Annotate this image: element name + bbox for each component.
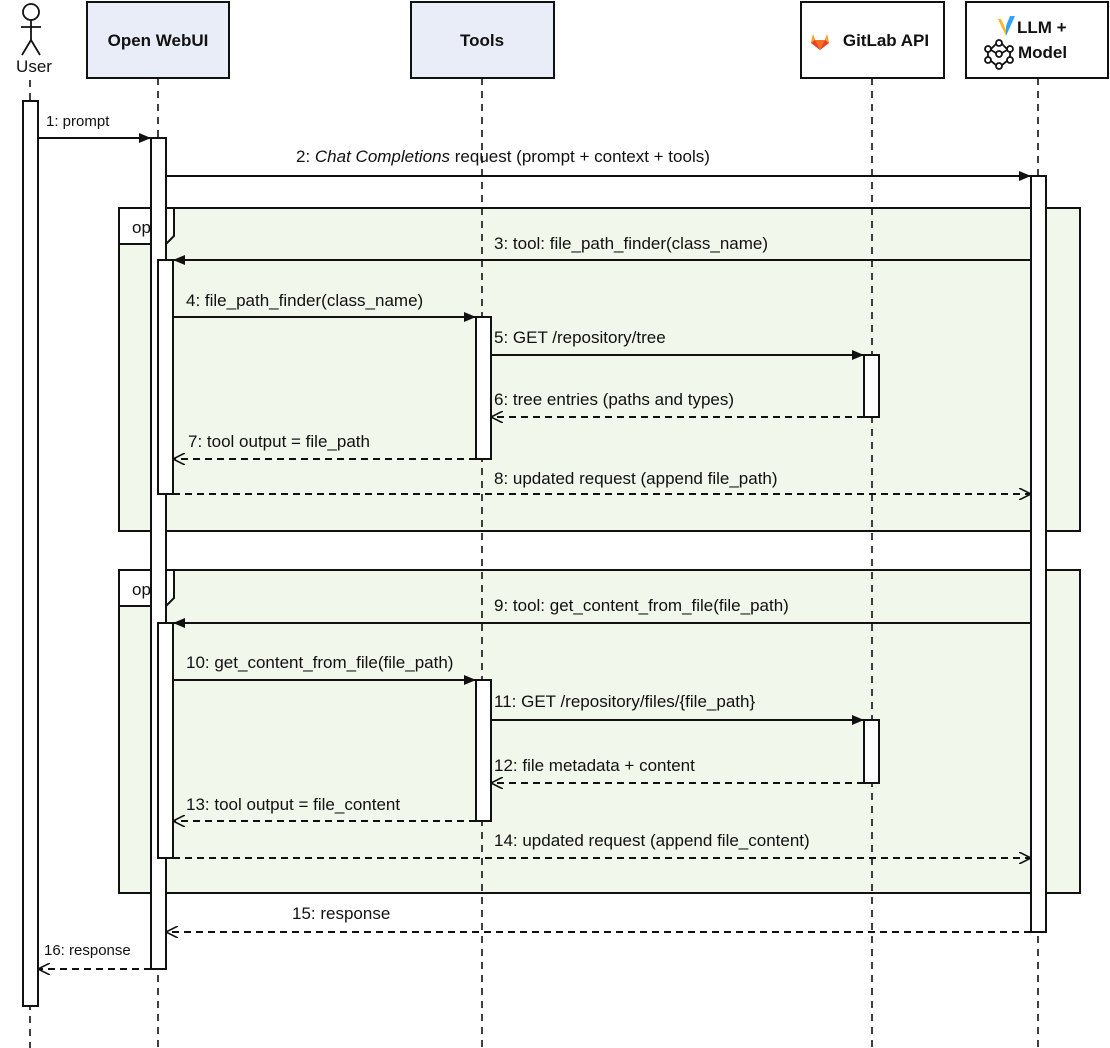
activation-gitlab-2 [863, 719, 880, 784]
message-label-3: 3: tool: file_path_finder(class_name) [494, 234, 768, 253]
activation-gitlab-1 [863, 354, 880, 418]
activation-llm [1030, 175, 1047, 933]
message-label-10: 10: get_content_from_file(file_path) [186, 653, 453, 672]
message-label-12: 12: file metadata + content [494, 756, 695, 775]
message-label-6: 6: tree entries (paths and types) [494, 390, 734, 409]
participant-openwebui: Open WebUI [86, 1, 230, 79]
message-label-1: 1: prompt [46, 113, 110, 130]
activation-openwebui-nested-1 [157, 259, 174, 495]
message-label-4: 4: file_path_finder(class_name) [186, 291, 423, 310]
activation-bars [22, 100, 1047, 1007]
actor-stick-figure-icon [21, 3, 41, 56]
message-label-8: 8: updated request (append file_path) [494, 469, 778, 488]
vllm-icon [998, 16, 1015, 36]
participant-label: Tools [460, 31, 504, 50]
fragment-keyword: opt [132, 218, 156, 237]
message-labels: 1: prompt 2: Chat Completions request (p… [44, 113, 810, 959]
participant-tools: Tools [410, 1, 555, 79]
message-label-2: 2: Chat Completions request (prompt + co… [296, 147, 710, 166]
participant-label-line2: Model [1018, 43, 1067, 62]
message-arrows [38, 133, 1031, 969]
message-label-16: 16: response [44, 942, 131, 959]
participant-user: User [16, 3, 52, 76]
gitlab-icon [811, 34, 829, 50]
participant-llm: LLM + Model [965, 1, 1109, 79]
participant-label: GitLab API [843, 31, 929, 50]
activation-tools-1 [475, 316, 492, 460]
message-label-15: 15: response [292, 904, 390, 923]
message-label-13: 13: tool output = file_content [186, 795, 400, 814]
participant-label-line1: LLM + [1017, 18, 1067, 37]
message-label-11: 11: GET /repository/files/{file_path} [494, 692, 755, 711]
participant-gitlab: GitLab API [800, 1, 945, 79]
message-label-7: 7: tool output = file_path [188, 432, 370, 451]
model-network-icon [984, 39, 1014, 70]
participant-label: User [16, 57, 52, 76]
activation-openwebui-nested-2 [157, 622, 174, 859]
fragment-keyword: opt [132, 580, 156, 599]
message-label-5: 5: GET /repository/tree [494, 328, 666, 347]
message-label-14: 14: updated request (append file_content… [494, 831, 810, 850]
message-label-9: 9: tool: get_content_from_file(file_path… [494, 596, 789, 615]
participant-label: Open WebUI [108, 31, 209, 50]
activation-tools-2 [475, 679, 492, 822]
activation-user [22, 100, 39, 1007]
